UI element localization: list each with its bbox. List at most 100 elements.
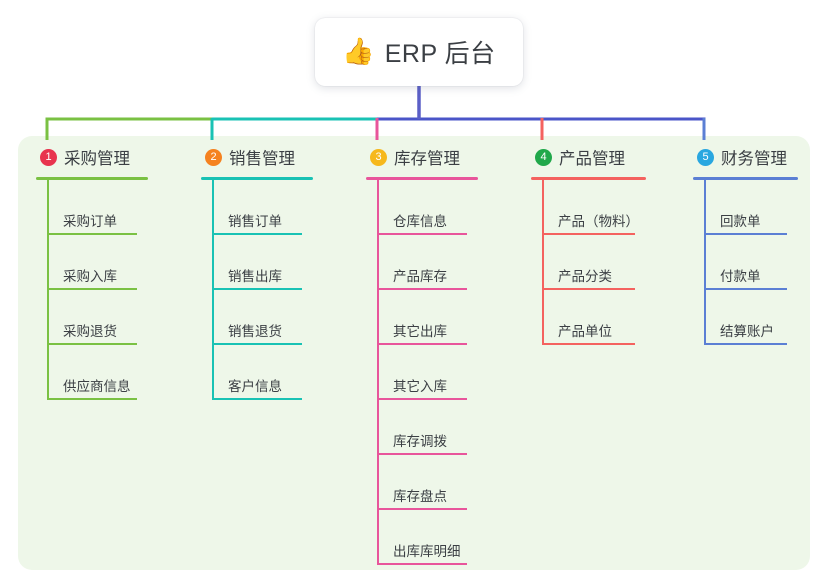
branch-item-rule — [212, 343, 302, 345]
branch-item[interactable]: 采购入库 — [36, 235, 158, 290]
root-node[interactable]: 👍 ERP 后台 — [315, 18, 523, 86]
branch-item[interactable]: 库存调拨 — [366, 400, 484, 455]
branch-header-rule — [201, 177, 313, 180]
branch-item[interactable]: 回款单 — [693, 180, 805, 235]
branch-item[interactable]: 仓库信息 — [366, 180, 484, 235]
branch-item-list: 回款单付款单结算账户 — [693, 180, 805, 345]
branch-item-rule — [377, 398, 467, 400]
branch-item-label: 客户信息 — [228, 379, 282, 394]
branch-item-rule — [704, 288, 787, 290]
root-title: ERP 后台 — [384, 40, 496, 68]
branch-item-label: 仓库信息 — [393, 214, 447, 229]
branch-item-label: 库存调拨 — [393, 434, 447, 449]
branch-item[interactable]: 产品单位 — [531, 290, 653, 345]
branch-item-label: 库存盘点 — [393, 489, 447, 504]
branch-item[interactable]: 销售订单 — [201, 180, 319, 235]
branch-item-list: 采购订单采购入库采购退货供应商信息 — [36, 180, 158, 400]
branch-title: 采购管理 — [64, 150, 130, 168]
branch-item-label: 供应商信息 — [63, 379, 131, 394]
thumbs-up-icon: 👍 — [342, 37, 375, 67]
branch-number-badge: 4 — [535, 148, 552, 166]
branch-item[interactable]: 结算账户 — [693, 290, 805, 345]
branch-header-4[interactable]: 4 产品管理 — [531, 144, 653, 170]
branch-header-3[interactable]: 3 库存管理 — [366, 144, 484, 170]
branch-header-2[interactable]: 2 销售管理 — [201, 144, 319, 170]
branch-item-rule — [377, 343, 467, 345]
branch-item-label: 结算账户 — [720, 324, 774, 339]
branch-item-label: 付款单 — [720, 269, 761, 284]
branch-number-badge: 1 — [40, 148, 57, 166]
branch-item[interactable]: 其它出库 — [366, 290, 484, 345]
branch-item-label: 产品分类 — [558, 269, 612, 284]
branch-item-label: 产品库存 — [393, 269, 447, 284]
branch-item-label: 其它入库 — [393, 379, 447, 394]
branch-item[interactable]: 产品（物料） — [531, 180, 653, 235]
branch-item[interactable]: 采购订单 — [36, 180, 158, 235]
branch-item[interactable]: 出库库明细 — [366, 510, 484, 565]
branch-item-list: 产品（物料） 产品分类产品单位 — [531, 180, 653, 345]
branch-item[interactable]: 其它入库 — [366, 345, 484, 400]
branch-item-rule — [542, 288, 635, 290]
branch-title: 销售管理 — [229, 150, 295, 168]
branch-header-rule — [531, 177, 646, 180]
branch-item[interactable]: 产品分类 — [531, 235, 653, 290]
branch-header-rule — [693, 177, 798, 180]
branch-number-badge: 5 — [697, 148, 714, 166]
branch-item-rule — [47, 343, 137, 345]
branch-header-rule — [36, 177, 148, 180]
branch-item-rule — [47, 288, 137, 290]
branch-column-3: 3 库存管理仓库信息产品库存其它出库其它入库库存调拨库存盘点出库库明细 — [366, 144, 484, 565]
branch-item-label: 采购入库 — [63, 269, 117, 284]
branch-item[interactable]: 客户信息 — [201, 345, 319, 400]
branch-item-rule — [704, 233, 787, 235]
branch-column-4: 4 产品管理产品（物料） 产品分类产品单位 — [531, 144, 653, 345]
branch-item[interactable]: 供应商信息 — [36, 345, 158, 400]
branch-item[interactable]: 产品库存 — [366, 235, 484, 290]
branch-item-list: 销售订单销售出库销售退货客户信息 — [201, 180, 319, 400]
branch-title: 库存管理 — [394, 150, 460, 168]
branch-item-rule — [377, 563, 467, 565]
branch-header-1[interactable]: 1 采购管理 — [36, 144, 158, 170]
branch-item-label: 产品（物料） — [558, 214, 639, 229]
branch-item[interactable]: 付款单 — [693, 235, 805, 290]
branch-title: 产品管理 — [559, 150, 625, 168]
branch-item-label: 采购退货 — [63, 324, 117, 339]
branch-item-list: 仓库信息产品库存其它出库其它入库库存调拨库存盘点出库库明细 — [366, 180, 484, 565]
branch-column-5: 5 财务管理回款单付款单结算账户 — [693, 144, 805, 345]
branch-item[interactable]: 库存盘点 — [366, 455, 484, 510]
branch-item-rule — [377, 508, 467, 510]
branch-header-rule — [366, 177, 478, 180]
branch-number-badge: 3 — [370, 148, 387, 166]
branch-item-label: 销售退货 — [228, 324, 282, 339]
branch-item[interactable]: 销售退货 — [201, 290, 319, 345]
branch-item-label: 销售订单 — [228, 214, 282, 229]
branch-item-label: 产品单位 — [558, 324, 612, 339]
branch-spine — [542, 180, 544, 345]
branch-item[interactable]: 采购退货 — [36, 290, 158, 345]
branch-item-rule — [47, 398, 137, 400]
branch-spine — [212, 180, 214, 400]
branch-number-badge: 2 — [205, 148, 222, 166]
branch-item-label: 采购订单 — [63, 214, 117, 229]
branch-item-label: 回款单 — [720, 214, 761, 229]
branch-item-rule — [212, 233, 302, 235]
branch-title: 财务管理 — [721, 150, 787, 168]
branch-item-label: 出库库明细 — [393, 544, 461, 559]
branch-column-2: 2 销售管理销售订单销售出库销售退货客户信息 — [201, 144, 319, 400]
branch-item-rule — [704, 343, 787, 345]
branch-item-label: 销售出库 — [228, 269, 282, 284]
branches-panel — [18, 136, 810, 570]
branch-item-rule — [377, 288, 467, 290]
branch-item-label: 其它出库 — [393, 324, 447, 339]
branch-item-rule — [377, 233, 467, 235]
branch-item[interactable]: 销售出库 — [201, 235, 319, 290]
branch-item-rule — [377, 453, 467, 455]
branch-spine — [47, 180, 49, 400]
branch-column-1: 1 采购管理采购订单采购入库采购退货供应商信息 — [36, 144, 158, 400]
branch-header-5[interactable]: 5 财务管理 — [693, 144, 805, 170]
branch-item-rule — [542, 343, 635, 345]
branch-item-rule — [212, 288, 302, 290]
branch-spine — [704, 180, 706, 345]
branch-item-rule — [212, 398, 302, 400]
